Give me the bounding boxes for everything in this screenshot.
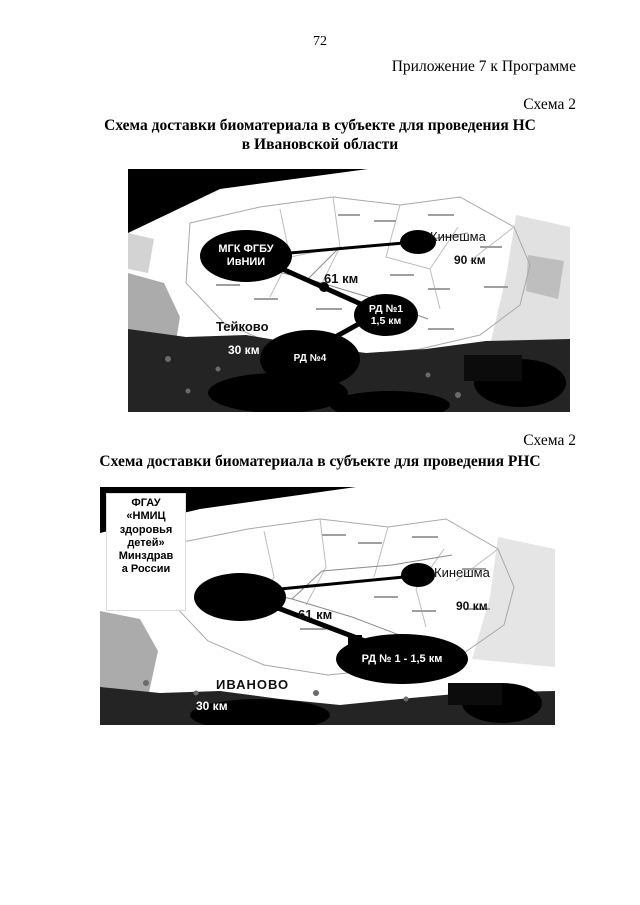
- rd1-ellipse: РД № 1 - 1,5 км: [336, 634, 468, 685]
- facility-ellipse-mgk: МГК ФГБУ ИвНИИ: [200, 229, 292, 282]
- distance-label-61km: 61 км: [324, 270, 359, 286]
- kineshma-dot: [400, 229, 436, 254]
- city-label-teykovo: Тейково: [216, 318, 269, 334]
- distance-label-61km: 61 км: [298, 607, 333, 623]
- rd1-ellipse: РД №1 1,5 км: [354, 293, 418, 336]
- city-label-kineshma: Кинешма: [434, 565, 490, 581]
- scheme1-label: Схема 2: [523, 96, 576, 113]
- map-scheme-rns: ФГАУ «НМИЦ здоровья детей» Минздрав а Ро…: [100, 487, 555, 726]
- scheme1-title-line2: в Ивановской области: [241, 136, 399, 154]
- scheme1-title-line1: Схема доставки биоматериала в субъекте д…: [104, 117, 536, 134]
- scheme2-label: Схема 2: [523, 431, 576, 449]
- distance-label-30km: 30 км: [196, 699, 228, 714]
- distance-label-30km: 30 км: [228, 342, 260, 357]
- facility-box-nmic: ФГАУ «НМИЦ здоровья детей» Минздрав а Ро…: [106, 493, 186, 612]
- rd4-blob: РД №4: [260, 329, 360, 388]
- distance-label-90km: 90 км: [454, 252, 486, 267]
- scheme2-title: Схема доставки биоматериала в субъекте д…: [99, 452, 541, 470]
- page-number: 72: [313, 34, 327, 49]
- city-label-kineshma: Кинешма: [430, 228, 486, 244]
- kineshma-dot: [401, 563, 435, 588]
- facility-ellipse: [194, 573, 286, 622]
- city-label-ivanovo: ИВАНОВО: [216, 677, 290, 693]
- scheme1-title: Схема доставки биоматериала в субъекте д…: [0, 116, 640, 155]
- annex-reference: Приложение 7 к Программе: [391, 58, 576, 75]
- distance-label-90km: 90 км: [456, 599, 488, 614]
- map-scheme-ns: МГК ФГБУ ИвНИИ Кинешма 90 км 61 км РД №1…: [128, 168, 570, 412]
